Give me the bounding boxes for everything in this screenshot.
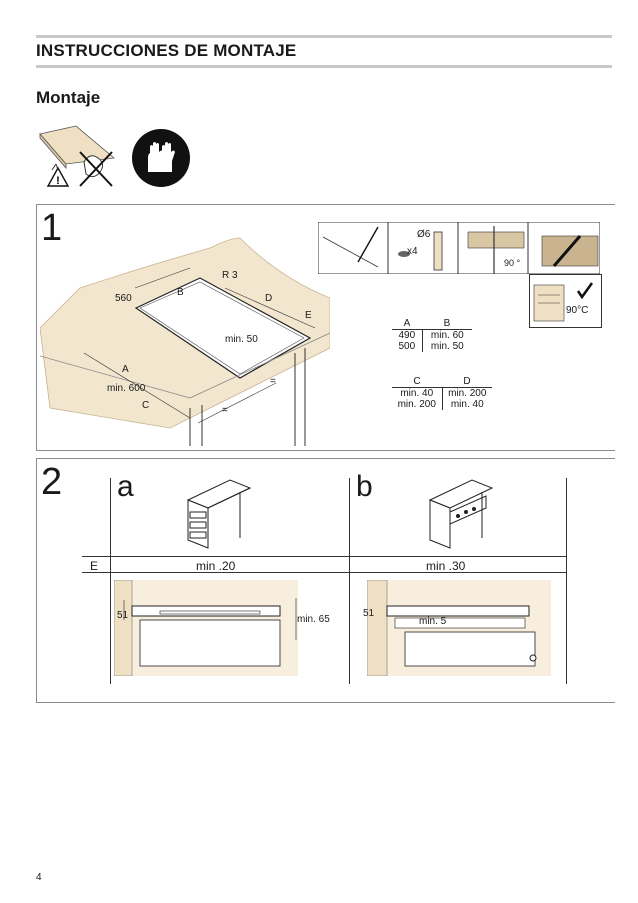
screw-count-label: x4 (407, 246, 418, 257)
page-title: INSTRUCCIONES DE MONTAJE (36, 41, 297, 60)
b-label: B (177, 287, 184, 298)
oven-unit-illustration (420, 478, 496, 550)
dim-560-label: 560 (115, 293, 132, 304)
row-e-label: E (90, 559, 99, 573)
column-a-min: min .20 (196, 559, 236, 573)
col-divider-mid (349, 478, 350, 684)
table-ab-cell: 500 (392, 341, 423, 352)
cutout-diagram (39, 228, 331, 446)
c-label: C (142, 400, 150, 411)
col-divider-left (110, 478, 111, 684)
row-divider-top (82, 556, 566, 557)
table-cd-header-d: D (463, 376, 471, 387)
table-cd-header-c: C (413, 376, 421, 387)
table-cd: C D min. 40 min. 200 min. 200 min. 40 (392, 376, 492, 410)
section-title: Montaje (36, 88, 101, 107)
tools-strip (317, 221, 601, 275)
table-ab-cell: min. 50 (430, 341, 464, 352)
temperature-label: 90°C (566, 305, 589, 316)
table-ab-header-b: B (443, 318, 451, 329)
table-cd-cell: min. 200 (448, 388, 487, 399)
dim-51-b: 51 (363, 608, 375, 619)
column-b-min: min .30 (426, 559, 466, 573)
sealant-box (529, 274, 602, 328)
min-65-label: min. 65 (297, 614, 330, 625)
table-cd-cell: min. 40 (392, 388, 443, 399)
min-5-label: min. 5 (419, 616, 447, 627)
dim-51-a: 51 (117, 610, 129, 621)
section-b-drawing (366, 579, 551, 677)
a-label: A (122, 364, 129, 375)
min-600-label: min. 600 (107, 383, 146, 394)
step-1-panel: 1 (36, 204, 615, 451)
top-rule (36, 35, 612, 38)
drill-size-label: Ø6 (417, 229, 431, 240)
page-number: 4 (36, 872, 42, 883)
warning-triangle-icon: ! (36, 124, 118, 190)
d-label: D (265, 293, 273, 304)
table-cd-cell: min. 40 (450, 399, 484, 410)
step-2-panel: 2 (36, 458, 615, 703)
table-ab-header-a: A (403, 318, 411, 329)
column-a-label: a (117, 470, 134, 503)
min-50-label: min. 50 (225, 334, 258, 345)
table-ab: A B 490 min. 60 500 min. 50 (392, 318, 472, 352)
table-ab-cell: min. 60 (430, 330, 464, 341)
column-b-label: b (356, 470, 373, 503)
table-cd-cell: min. 200 (392, 399, 443, 410)
table-ab-cell: 490 (392, 330, 423, 341)
angle-label: 90 ° (504, 258, 521, 268)
equal-mark-left: = (222, 405, 228, 416)
step-2-number: 2 (41, 461, 63, 503)
col-divider-right (566, 478, 567, 684)
e-label: E (305, 310, 312, 321)
title-rule (36, 65, 612, 68)
section-a-drawing (113, 579, 298, 677)
drawer-unit-illustration (180, 478, 256, 550)
step-1-number: 1 (41, 207, 63, 249)
gloves-icon (131, 128, 191, 188)
svg-text:!: ! (56, 175, 60, 187)
row-divider-bottom (82, 572, 566, 573)
equal-mark-right: = (270, 376, 276, 387)
radius-label: R 3 (222, 270, 238, 281)
